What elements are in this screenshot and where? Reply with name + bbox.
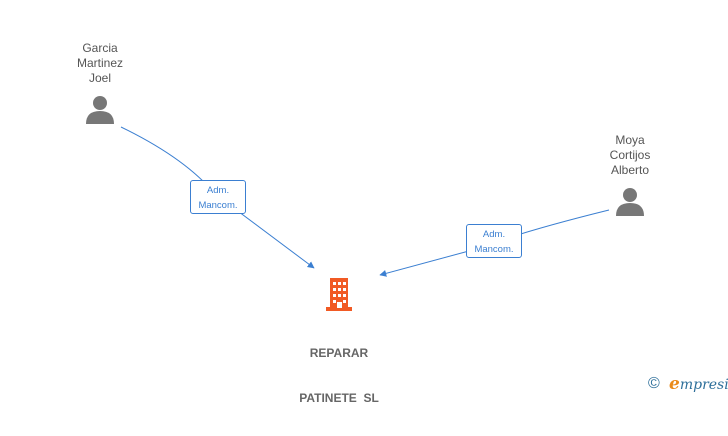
company-name-line: PATINETE SL (299, 391, 379, 405)
person-node-moya-cortijos-alberto[interactable]: Moya Cortijos Alberto (590, 133, 670, 216)
person-name-line: Joel (88, 71, 111, 85)
company-name: REPARAR PATINETE SL (284, 316, 394, 436)
edge-label-line: Adm. (482, 229, 506, 240)
brand-initial: e (669, 374, 680, 394)
person-name-moya: Moya Cortijos Alberto (590, 133, 670, 178)
person-node-garcia-martinez-joel[interactable]: Garcia Martinez Joel (60, 41, 140, 124)
edge-label-moya-role[interactable]: Adm. Mancom. (466, 224, 522, 258)
empresia-brand[interactable]: © empresia (648, 374, 728, 396)
person-name-garcia: Garcia Martinez Joel (60, 41, 140, 86)
company-node-reparar-patinete[interactable]: REPARAR PATINETE SL (284, 276, 394, 436)
person-name-line: Martinez (76, 56, 123, 70)
person-name-line: Garcia (82, 41, 118, 55)
brand-rest: mpresia (679, 377, 728, 393)
person-name-line: Cortijos (609, 148, 651, 162)
edge-label-line: Mancom. (198, 200, 238, 211)
company-name-line: REPARAR (309, 346, 369, 360)
building-icon (326, 278, 352, 311)
copyright-icon: © (648, 375, 660, 392)
person-name-line: Moya (615, 133, 645, 147)
edge-label-garcia-role[interactable]: Adm. Mancom. (190, 180, 246, 214)
brand-logo-text: empresia (669, 375, 728, 394)
person-icon (616, 188, 644, 216)
graph-canvas: Garcia Martinez Joel Moya Cortijos Alber… (60, 41, 728, 405)
person-name-line: Alberto (610, 163, 650, 177)
edge-label-line: Mancom. (474, 244, 514, 255)
person-icon (86, 96, 114, 124)
edge-label-line: Adm. (206, 185, 230, 196)
